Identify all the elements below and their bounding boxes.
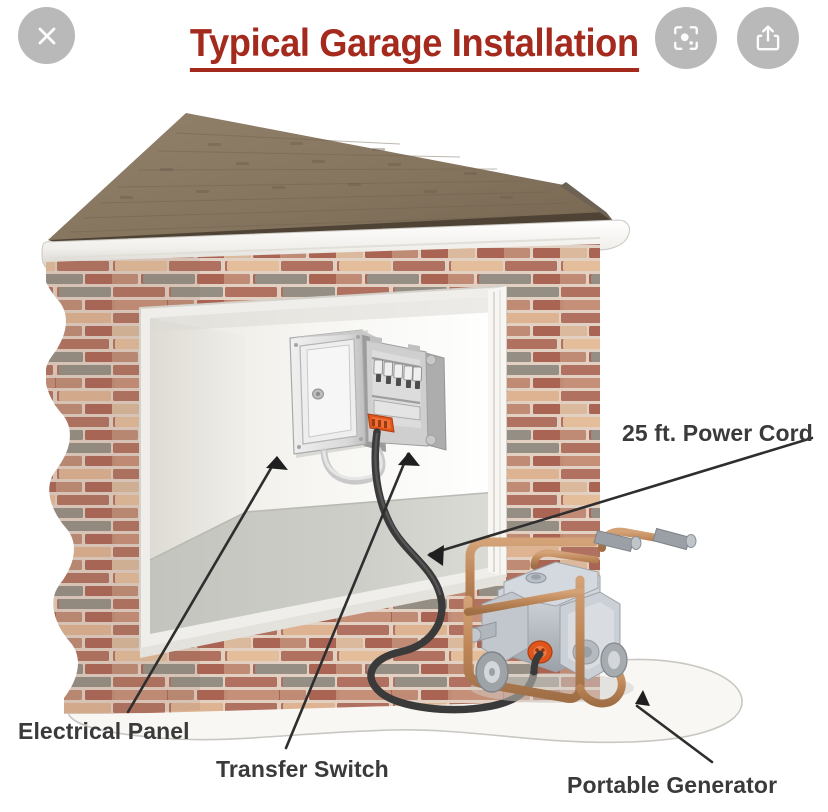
transfer-switch bbox=[365, 336, 447, 451]
close-icon bbox=[33, 22, 61, 50]
portable-generator bbox=[463, 527, 697, 708]
generator-wheel bbox=[475, 642, 628, 693]
power-cord bbox=[367, 428, 538, 714]
generator-handle-grip bbox=[593, 527, 697, 553]
power-inlet-connector bbox=[367, 413, 395, 433]
close-button[interactable] bbox=[18, 7, 75, 64]
callout-arrowheads bbox=[266, 452, 650, 706]
google-lens-icon bbox=[671, 23, 701, 53]
callout-leader-lines bbox=[126, 436, 814, 764]
share-button[interactable] bbox=[737, 7, 799, 69]
google-lens-button[interactable] bbox=[655, 7, 717, 69]
generator-engine bbox=[466, 561, 621, 681]
share-icon bbox=[753, 23, 783, 53]
